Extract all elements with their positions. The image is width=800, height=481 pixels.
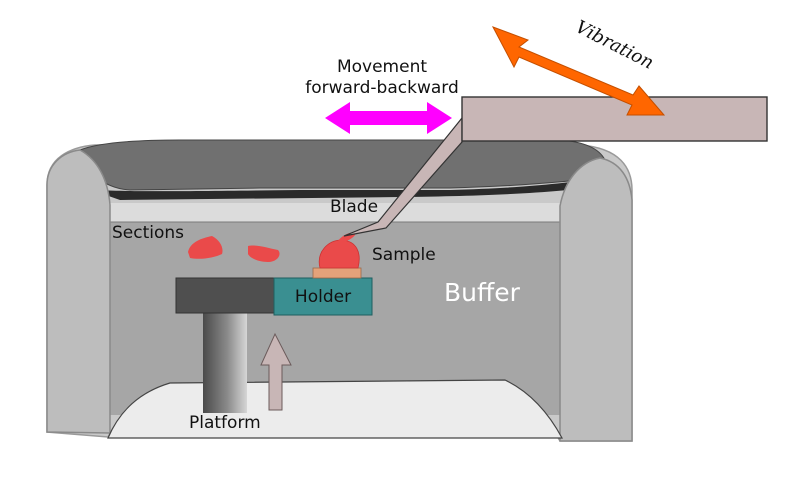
chamber-top <box>79 139 606 191</box>
sections-label: Sections <box>112 223 184 243</box>
chamber-floor <box>107 379 564 439</box>
vibration-arrow <box>491 26 666 116</box>
movement-label-line2: forward-backward <box>305 78 459 98</box>
vibration-label: Vibration <box>572 17 657 74</box>
movement-label-line1: Movement <box>337 57 427 77</box>
section-1 <box>188 236 223 259</box>
platform-pillar <box>203 313 247 413</box>
movement-arrow <box>325 102 452 134</box>
section-2 <box>248 245 280 262</box>
platform-up-arrow <box>260 332 292 411</box>
buffer-surface <box>108 203 568 222</box>
buffer-label: Buffer <box>444 278 521 307</box>
holder-label: Holder <box>295 287 351 307</box>
sample-label: Sample <box>372 245 436 265</box>
left-wall <box>46 149 111 434</box>
blade-label: Blade <box>330 197 378 217</box>
sample-base <box>312 267 362 279</box>
stage-block <box>175 277 276 314</box>
right-wall <box>559 157 633 442</box>
blade-bar <box>461 96 768 142</box>
chamber-rim <box>100 178 602 200</box>
platform-label: Platform <box>189 413 261 433</box>
